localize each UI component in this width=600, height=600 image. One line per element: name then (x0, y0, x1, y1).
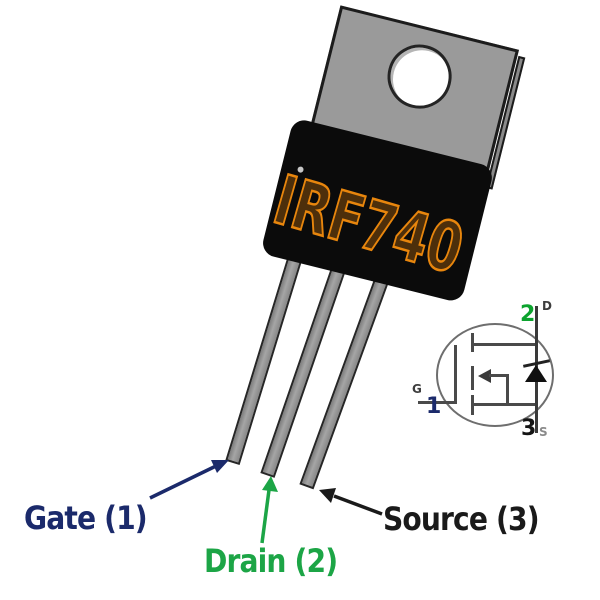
drain-contact-line (473, 343, 537, 346)
symbol-source-letter: S (539, 425, 548, 439)
symbol-gate-pin-number: 1 (426, 394, 442, 419)
gate-arrow-line (149, 464, 217, 500)
gate-arrow (149, 460, 229, 500)
channel-dash-mid (471, 366, 474, 390)
drain-arrowhead-icon (262, 476, 278, 492)
substrate-drop-line (506, 374, 509, 405)
source-pin-label: Source (3) (383, 500, 540, 538)
symbol-gate-letter: G (412, 382, 422, 396)
source-arrow (319, 488, 383, 516)
channel-dash-bottom (471, 395, 474, 415)
drain-pin-label: Drain (2) (204, 542, 338, 580)
gate-bar (454, 345, 457, 403)
drain-arrow-line (260, 489, 271, 544)
substrate-line (489, 374, 509, 377)
transistor-package: IRF740 (258, 1, 527, 314)
channel-dash-top (471, 333, 474, 352)
body-diode-icon (525, 365, 547, 382)
part-number-marking: IRF740 (264, 160, 472, 291)
mosfet-symbol: G 1 2 D 3 S (410, 293, 600, 448)
source-arrow-line (333, 494, 383, 516)
symbol-drain-pin-number: 2 (520, 302, 536, 327)
symbol-source-pin-number: 3 (521, 416, 537, 441)
symbol-circle (436, 323, 554, 427)
substrate-arrow-icon (478, 368, 491, 383)
source-arrowhead-icon (319, 488, 336, 503)
gate-pin-label: Gate (1) (24, 499, 148, 537)
drain-arrow (260, 476, 278, 544)
gate-arrowhead-icon (211, 460, 229, 473)
gate-lead (418, 401, 457, 404)
symbol-drain-letter: D (542, 299, 552, 313)
source-contact-line (473, 403, 537, 406)
